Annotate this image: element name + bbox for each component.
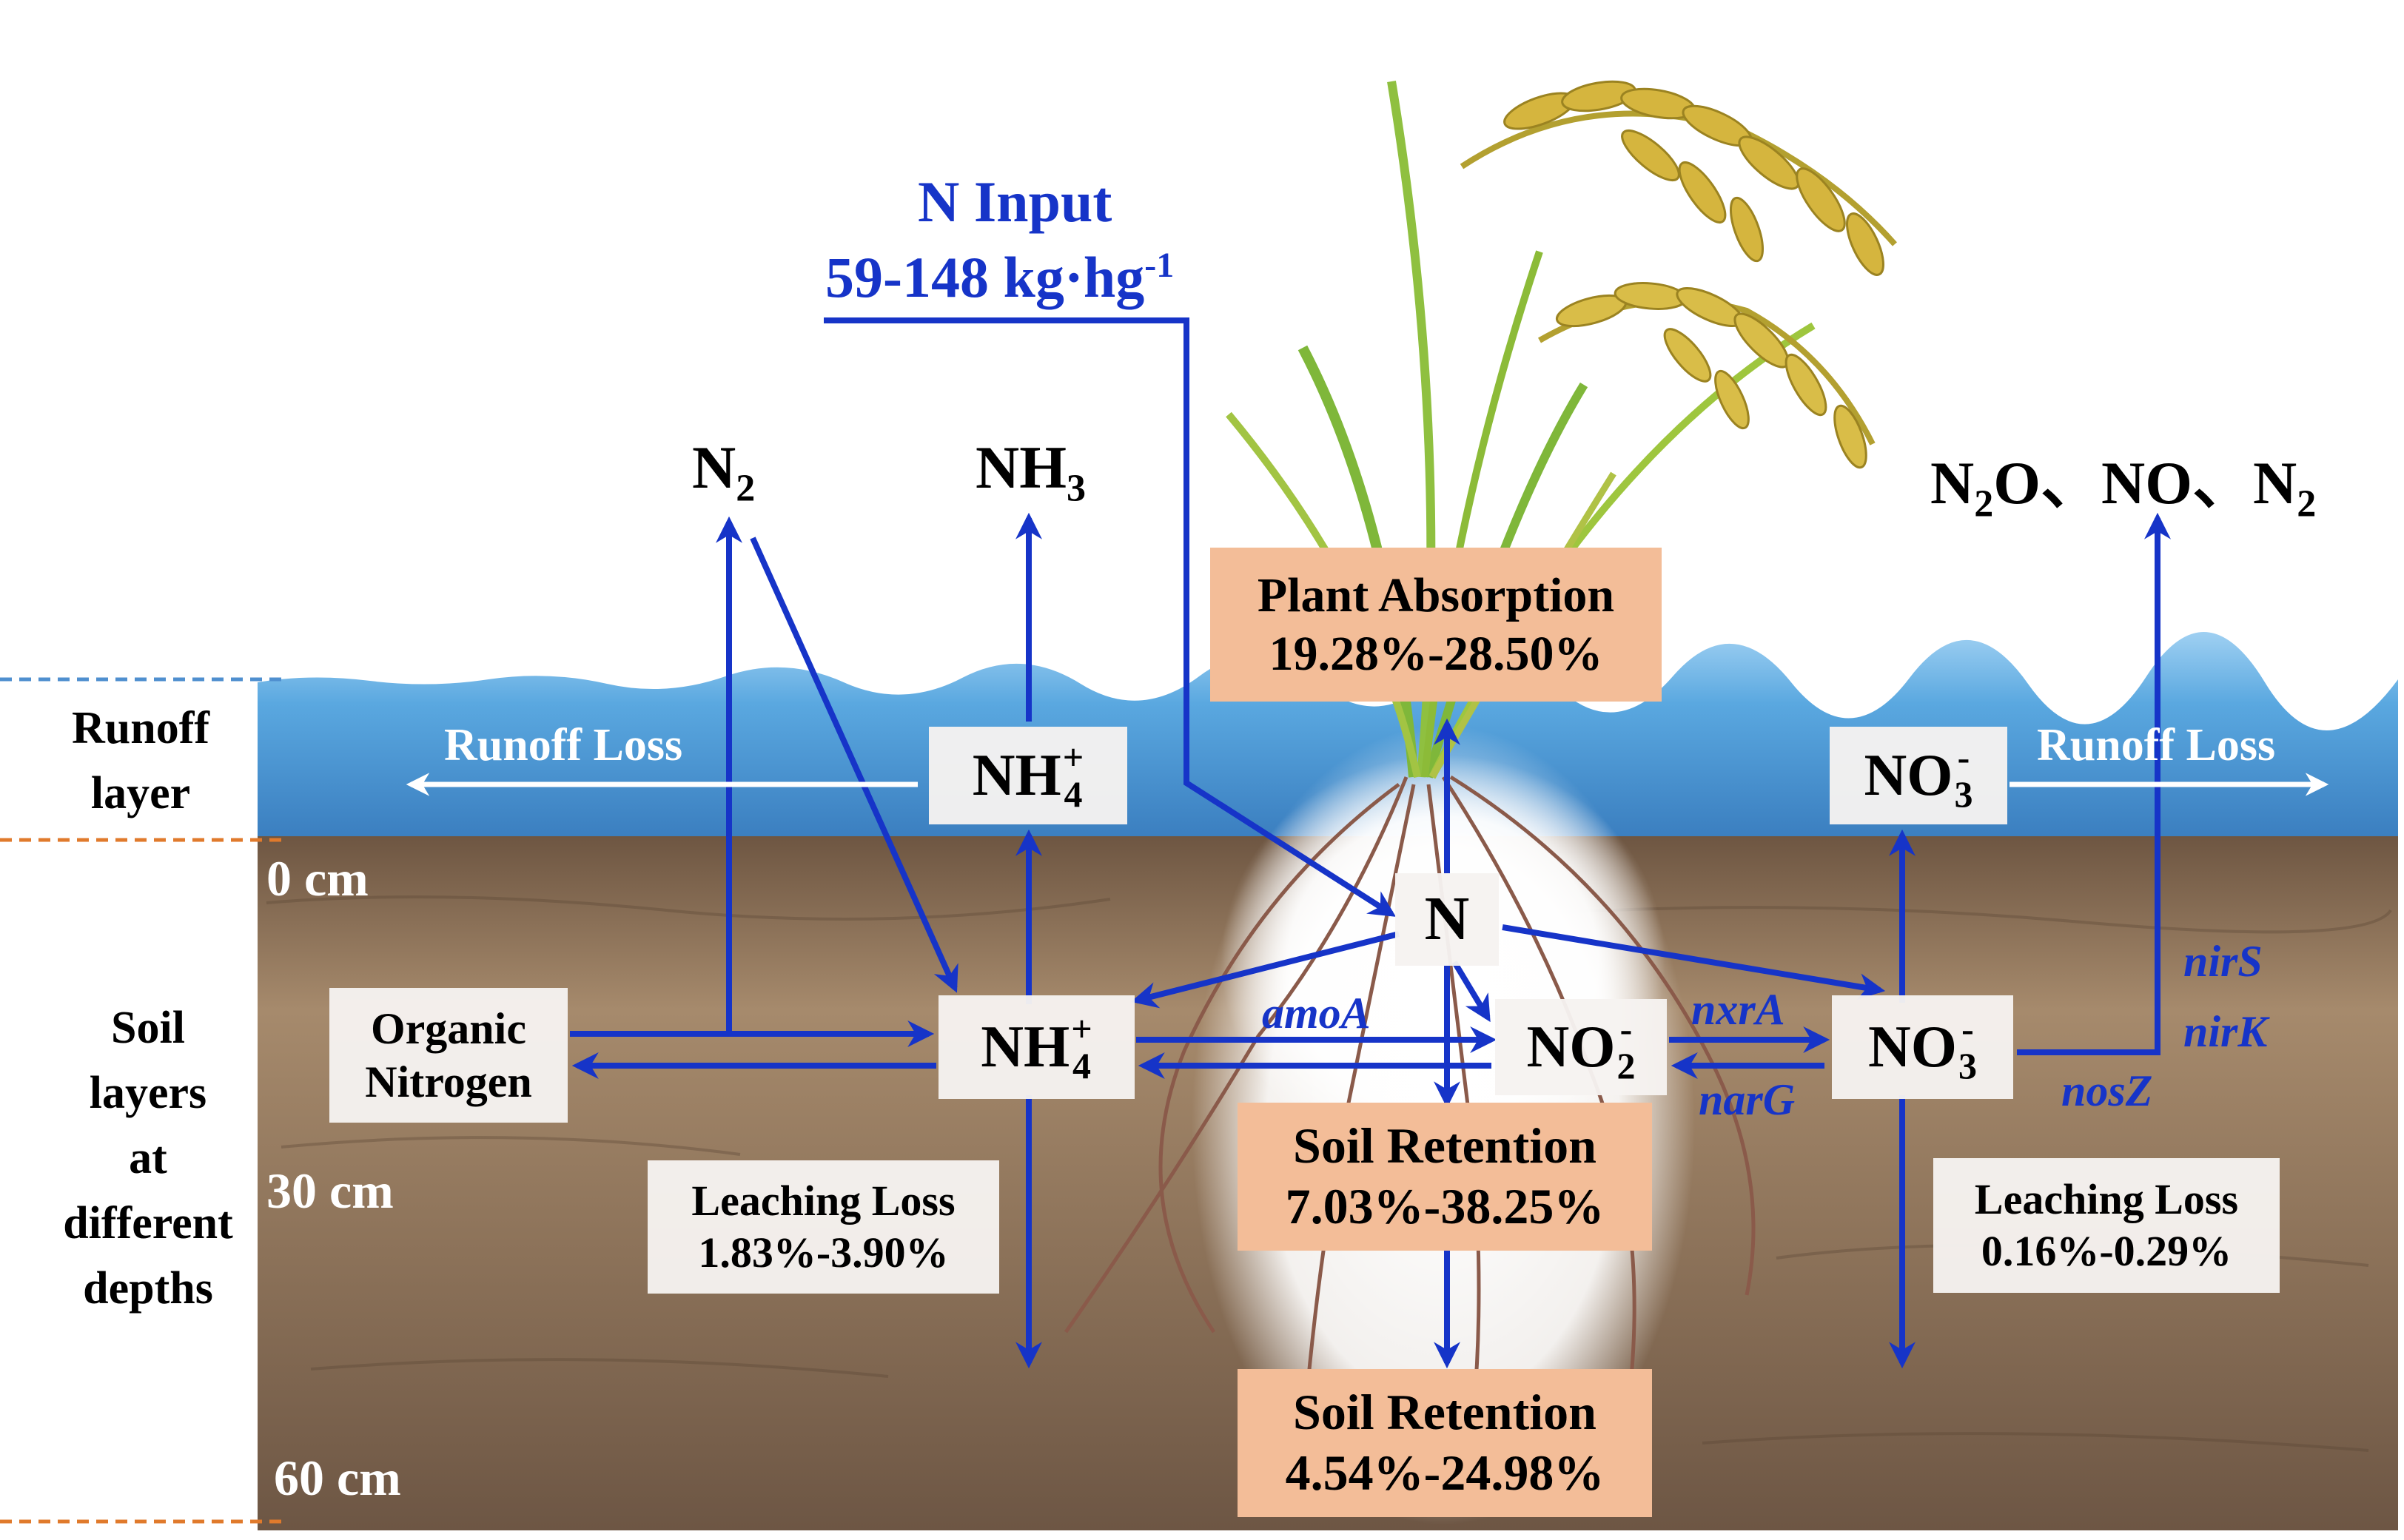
gene-nirK: nirK <box>2183 1007 2268 1056</box>
leaching-loss-right-box: Leaching Loss 0.16%-0.29% <box>1933 1158 2280 1293</box>
gas-n2: N2 <box>692 434 756 510</box>
flow-arrows <box>570 317 2171 1369</box>
node-n-center: N <box>1395 873 1499 966</box>
node-no3-water: NO-3 <box>1830 727 2007 824</box>
arrow-n-to-nh4 <box>1131 931 1400 1009</box>
n-input-rate: 59-148 kg·hg-1 <box>825 245 1175 309</box>
gene-amoA: amoA <box>1262 989 1371 1038</box>
arrow-n-to-no2 <box>1451 960 1491 1023</box>
node-nh4-water: NH+4 <box>929 727 1127 824</box>
gene-nxrA: nxrA <box>1691 985 1785 1034</box>
gene-narG: narG <box>1699 1075 1796 1124</box>
node-no3-soil: NO-3 <box>1832 995 2013 1099</box>
gene-nirS: nirS <box>2183 937 2263 986</box>
depth-60cm: 60 cm <box>274 1450 401 1506</box>
runoff-loss-right: Runoff Loss <box>2037 720 2276 770</box>
node-organic-nitrogen: Organic Nitrogen <box>329 988 568 1123</box>
soil-retention-box-2: Soil Retention 4.54%-24.98% <box>1238 1369 1652 1517</box>
arrow-n-to-no3 <box>1502 924 1886 1001</box>
gas-nh3: NH3 <box>976 434 1086 510</box>
node-nh4-soil: NH+4 <box>939 995 1135 1099</box>
n-input-title: N Input <box>918 169 1112 234</box>
gas-n2o-no-n2: N2O、NO、N2 <box>1930 449 2317 525</box>
runoff-layer-label: Runoff layer <box>71 703 210 819</box>
soil-retention-box-1: Soil Retention 7.03%-38.25% <box>1238 1103 1652 1251</box>
runoff-loss-left: Runoff Loss <box>444 720 683 770</box>
arrow-n-input <box>824 317 1397 917</box>
leaching-loss-left-box: Leaching Loss 1.83%-3.90% <box>648 1160 999 1294</box>
soil-layers-label: Soil layers at different depths <box>63 1003 233 1314</box>
node-no2-soil: NO-2 <box>1495 999 1667 1095</box>
depth-30cm: 30 cm <box>266 1163 394 1219</box>
plant-absorption-box: Plant Absorption 19.28%-28.50% <box>1210 548 1662 702</box>
gene-nosZ: nosZ <box>2061 1066 2153 1115</box>
arrow-n2-to-nh4 <box>750 537 958 993</box>
arrow-no3-to-n2o <box>2017 512 2171 1055</box>
depth-0cm: 0 cm <box>266 850 369 907</box>
